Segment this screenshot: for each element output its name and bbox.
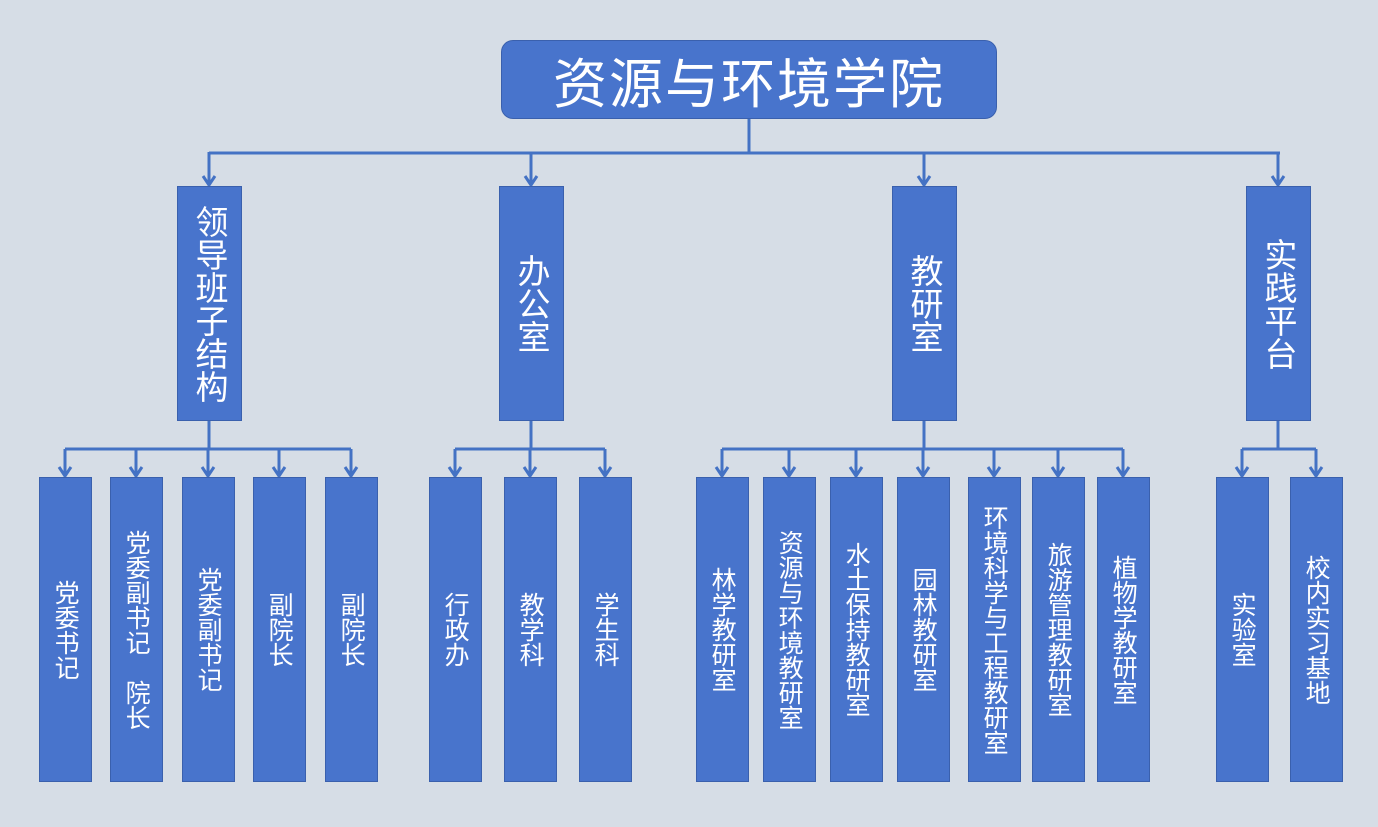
arrow-head: [128, 466, 144, 479]
unit-node: 林学教研室: [696, 477, 749, 782]
unit-node: 副院长: [325, 477, 378, 782]
arrow-head: [781, 466, 797, 479]
unit-node: 资源与环境教研室: [763, 477, 816, 782]
root-label: 资源与环境学院: [553, 53, 945, 116]
unit-label: 学生科: [591, 592, 621, 667]
unit-label: 行政办: [441, 592, 471, 667]
arrow-head: [201, 175, 217, 188]
unit-label: 副院长: [337, 592, 367, 667]
unit-label: 林学教研室: [708, 567, 738, 692]
unit-label: 党委书记: [51, 579, 81, 680]
arrow-head: [57, 466, 73, 479]
unit-node: 党委副书记 院长: [110, 477, 163, 782]
arrow-head: [1270, 175, 1286, 188]
unit-node: 旅游管理教研室: [1032, 477, 1085, 782]
unit-node: 学生科: [579, 477, 632, 782]
arrow-head: [1115, 466, 1131, 479]
arrow-head: [915, 466, 931, 479]
arrow-head: [1050, 466, 1066, 479]
unit-node: 植物学教研室: [1097, 477, 1150, 782]
arrow-head: [714, 466, 730, 479]
unit-label: 实验室: [1228, 592, 1258, 667]
department-label: 领导班子结构: [190, 204, 229, 403]
unit-label: 旅游管理教研室: [1044, 542, 1074, 717]
arrow-head: [343, 466, 359, 479]
arrow-head: [1234, 466, 1250, 479]
arrow-head: [447, 466, 463, 479]
department-label: 教研室: [905, 254, 944, 353]
arrow-head: [522, 466, 538, 479]
unit-node: 副院长: [253, 477, 306, 782]
unit-node: 校内实习基地: [1290, 477, 1343, 782]
unit-node: 环境科学与工程教研室: [968, 477, 1021, 782]
department-label: 实践平台: [1259, 237, 1298, 370]
department-node: 办公室: [499, 186, 564, 421]
arrow-head: [271, 466, 287, 479]
unit-label: 党委副书记: [194, 567, 224, 692]
unit-node: 行政办: [429, 477, 482, 782]
unit-label: 资源与环境教研室: [775, 529, 805, 730]
unit-label: 园林教研室: [909, 567, 939, 692]
arrow-head: [597, 466, 613, 479]
unit-label: 校内实习基地: [1302, 554, 1332, 705]
department-node: 领导班子结构: [177, 186, 242, 421]
department-node: 教研室: [892, 186, 957, 421]
arrow-head: [1308, 466, 1324, 479]
unit-node: 教学科: [504, 477, 557, 782]
unit-label: 教学科: [516, 592, 546, 667]
unit-label: 副院长: [265, 592, 295, 667]
unit-node: 党委书记: [39, 477, 92, 782]
unit-label: 党委副书记 院长: [122, 529, 152, 730]
department-label: 办公室: [512, 254, 551, 353]
arrow-head: [986, 466, 1002, 479]
arrow-head: [848, 466, 864, 479]
unit-label: 水土保持教研室: [842, 542, 872, 717]
unit-node: 水土保持教研室: [830, 477, 883, 782]
unit-node: 实验室: [1216, 477, 1269, 782]
arrow-head: [523, 175, 539, 188]
root-node: 资源与环境学院: [501, 40, 997, 119]
arrow-head: [916, 175, 932, 188]
department-node: 实践平台: [1246, 186, 1311, 421]
arrow-head: [200, 466, 216, 479]
unit-node: 党委副书记: [182, 477, 235, 782]
unit-label: 环境科学与工程教研室: [980, 504, 1010, 755]
unit-label: 植物学教研室: [1109, 554, 1139, 705]
unit-node: 园林教研室: [897, 477, 950, 782]
